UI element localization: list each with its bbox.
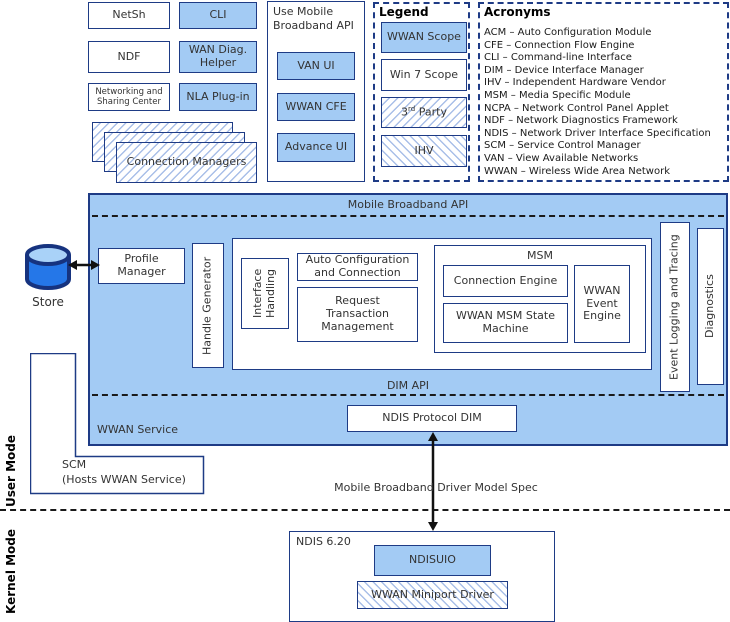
acronym-item: WWAN – Wireless Wide Area Network [484,165,670,177]
van-ui-box: VAN UI [277,52,355,80]
wan-diag-helper-box: WAN Diag. Helper [179,41,257,73]
acronym-item: ACM – Auto Configuration Module [484,27,652,38]
wwan-event-engine-box: WWAN Event Engine [574,265,630,343]
dim-api-dashed-line [92,394,724,396]
scm-box [30,353,205,495]
nla-plugin-box: NLA Plug-in [179,83,257,111]
scm-line2: (Hosts WWAN Service) [62,472,186,486]
wwan-miniport-driver-box: WWAN Miniport Driver [357,581,508,609]
acronym-item: NDF – Network Diagnostics Framework [484,115,678,127]
van-ui-label: VAN UI [297,58,335,72]
diagnostics-label: Diagnostics [703,274,717,339]
ndisuio-label: NDISUIO [409,553,456,567]
cli-box: CLI [179,2,257,29]
legend-wwan-scope-label: WWAN Scope [387,30,461,44]
ndis-protocol-dim-label: NDIS Protocol DIM [382,411,482,425]
legend-wwan-scope-box: WWAN Scope [381,22,467,53]
wwan-cfe-box: WWAN CFE [277,93,355,121]
acronym-item: IHV – Independent Hardware Vendor [484,77,666,89]
networking-sharing-center-box: Networking and Sharing Center [88,83,170,111]
user-mode-label: User Mode [4,434,18,508]
ndis-620-label: NDIS 6.20 [296,535,351,548]
legend-third-party-label: 3rd Party [401,105,447,119]
acronym-item: NCPA – Network Control Panel Applet [484,102,669,114]
ndisuio-box: NDISUIO [374,545,491,576]
scm-label: SCM (Hosts WWAN Service) [62,458,186,488]
ndf-label: NDF [117,49,141,63]
acronym-item: NDIS – Network Driver Interface Specific… [484,127,711,139]
advance-ui-box: Advance UI [277,133,355,162]
scm-line1: SCM [62,458,87,471]
kernel-mode-label: Kernel Mode [4,528,18,614]
use-mobile-broadband-api-title: Use Mobile Broadband API [273,5,354,32]
interface-handling-label: Interface Handling [251,268,277,319]
profile-manager-label: Profile Manager [117,252,166,278]
networking-sharing-center-label: Networking and Sharing Center [95,86,163,107]
wwan-msm-state-machine-box: WWAN MSM State Machine [443,303,568,343]
acronyms-title: Acronyms [484,5,551,19]
profile-manager-box: Profile Manager [98,248,185,284]
request-transaction-box: Request Transaction Management [297,287,418,342]
ndf-box: NDF [88,41,170,73]
handle-generator-label: Handle Generator [200,256,214,355]
legend-third-party-box: 3rd Party [381,97,467,128]
diagnostics-box: Diagnostics [697,228,724,385]
dim-api-title: DIM API [386,379,430,392]
acronyms-group [478,2,729,182]
legend-title: Legend [379,5,429,19]
wwan-event-engine-label: WWAN Event Engine [583,283,621,323]
interface-handling-box: Interface Handling [241,258,289,329]
user-kernel-mode-separator [0,509,730,511]
cli-label: CLI [209,8,227,22]
mobile-broadband-api-title: Mobile Broadband API [347,198,469,211]
event-logging-tracing-box: Event Logging and Tracing [660,222,690,392]
nla-plugin-label: NLA Plug-in [186,89,250,103]
mobile-broadband-api-dashed-line [92,215,724,217]
legend-ihv-label: IHV [414,143,434,157]
wwan-service-label: WWAN Service [97,423,179,436]
driver-model-spec-label: Mobile Broadband Driver Model Spec [334,481,538,494]
advance-ui-label: Advance UI [284,140,348,154]
handle-generator-box: Handle Generator [192,243,224,368]
wwan-miniport-driver-label: WWAN Miniport Driver [371,587,494,601]
acronym-item: MSM – Media Specific Module [484,89,631,101]
legend-win7-scope-box: Win 7 Scope [381,59,467,91]
request-transaction-label: Request Transaction Management [321,294,394,333]
wan-diag-helper-label: WAN Diag. Helper [188,43,248,69]
connection-managers-box: Connection Managers [116,142,257,183]
acronym-item: CFE – Connection Flow Engine [484,39,635,51]
store-cylinder-icon [25,244,71,290]
ndis-protocol-dim-box: NDIS Protocol DIM [347,405,517,432]
netsh-box: NetSh [88,2,170,29]
connection-managers-label: Connection Managers [126,155,247,169]
netsh-label: NetSh [112,8,146,22]
acronym-item: VAN – View Available Networks [484,152,639,164]
store-label: Store [32,295,64,309]
msm-title: MSM [527,249,553,262]
connection-engine-box: Connection Engine [443,265,568,297]
event-logging-tracing-label: Event Logging and Tracing [667,234,681,380]
acronym-item: DIM – Device Interface Manager [484,64,644,76]
auto-configuration-label: Auto Configuration and Connection [305,253,410,279]
connection-engine-label: Connection Engine [453,273,558,287]
acronym-item: CLI – Command-line Interface [484,52,632,64]
store-profile-double-arrow [68,260,100,270]
wwan-msm-state-machine-label: WWAN MSM State Machine [456,309,555,335]
auto-configuration-box: Auto Configuration and Connection [297,253,418,281]
acronym-item: SCM – Service Control Manager [484,140,641,152]
legend-ihv-box: IHV [381,135,467,167]
acronyms-list: ACM – Auto Configuration Module CFE – Co… [484,27,711,178]
driver-model-double-arrow [428,432,438,531]
legend-win7-scope-label: Win 7 Scope [389,67,459,81]
wwan-cfe-label: WWAN CFE [285,99,347,113]
